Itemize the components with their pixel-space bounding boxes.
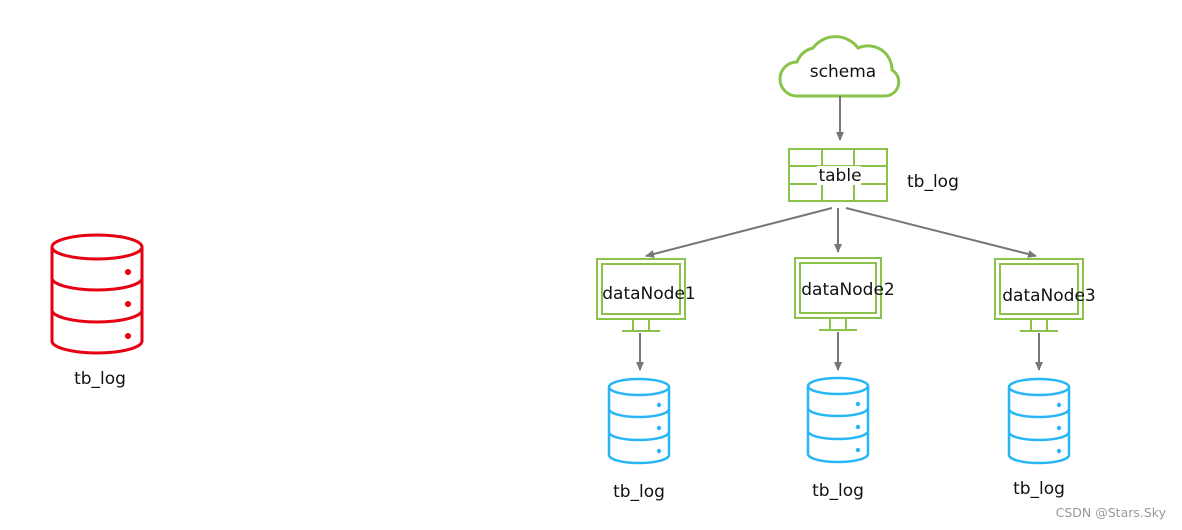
datanode1-label: dataNode1 <box>602 284 695 304</box>
watermark: CSDN @Stars.Sky <box>1056 505 1167 520</box>
cloud-icon <box>778 35 901 98</box>
source-database-label: tb_log <box>74 369 126 389</box>
table-label: table <box>818 166 861 186</box>
datanode2-label: dataNode2 <box>801 280 894 300</box>
schema-label: schema <box>810 62 876 82</box>
datanode2-database-icon <box>806 376 870 464</box>
datanode1-database-icon <box>607 377 671 465</box>
datanode3-db-label: tb_log <box>1013 479 1065 499</box>
datanode3-monitor-icon <box>994 258 1084 332</box>
table-name-label: tb_log <box>907 172 959 192</box>
arrow-table-to-datanode1 <box>645 207 833 258</box>
datanode1-monitor-icon <box>596 258 686 332</box>
datanode2-db-label: tb_log <box>812 481 864 501</box>
source-database-icon <box>50 233 144 355</box>
datanode2-monitor-icon <box>794 257 882 331</box>
arrow-table-to-datanode3 <box>845 207 1037 258</box>
datanode3-database-icon <box>1007 377 1071 465</box>
datanode1-db-label: tb_log <box>613 482 665 502</box>
datanode3-label: dataNode3 <box>1002 286 1095 306</box>
